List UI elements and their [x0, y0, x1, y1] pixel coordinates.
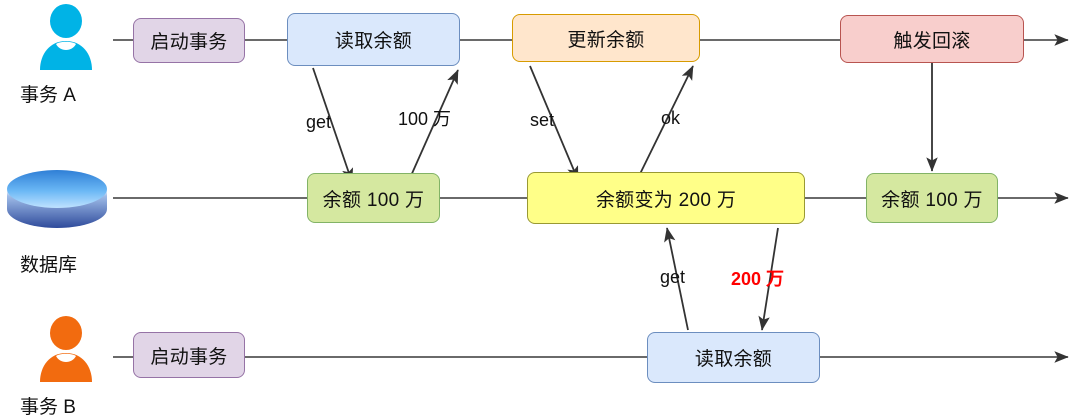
edge-label-get-a: get — [306, 112, 332, 132]
edge-label-set: set — [530, 110, 555, 130]
database-icon — [6, 168, 108, 230]
edge-label-get-b: get — [660, 267, 686, 287]
actor-icon-transaction-a — [38, 4, 94, 70]
node-transaction-a-update-balance[interactable]: 更新余额 — [512, 14, 700, 62]
node-transaction-a-read-balance[interactable]: 读取余额 — [287, 13, 460, 66]
actor-icon-transaction-b — [38, 316, 94, 382]
lane-label-transaction-a: 事务 A — [20, 85, 76, 106]
node-db-balance-100-initial[interactable]: 余额 100 万 — [307, 173, 440, 223]
lane-label-database: 数据库 — [20, 255, 78, 276]
node-db-balance-100-restored[interactable]: 余额 100 万 — [866, 173, 998, 223]
node-transaction-a-rollback[interactable]: 触发回滚 — [840, 15, 1024, 63]
node-db-balance-200[interactable]: 余额变为 200 万 — [527, 172, 805, 224]
node-transaction-b-read-balance[interactable]: 读取余额 — [647, 332, 820, 383]
lane-label-transaction-b: 事务 B — [20, 397, 76, 418]
edge-label-return-100: 100 万 — [398, 109, 452, 129]
edge-label-return-200-dirty: 200 万 — [731, 269, 785, 289]
node-transaction-b-start[interactable]: 启动事务 — [133, 332, 245, 378]
node-transaction-a-start[interactable]: 启动事务 — [133, 18, 245, 63]
edge-label-ok: ok — [661, 108, 681, 128]
